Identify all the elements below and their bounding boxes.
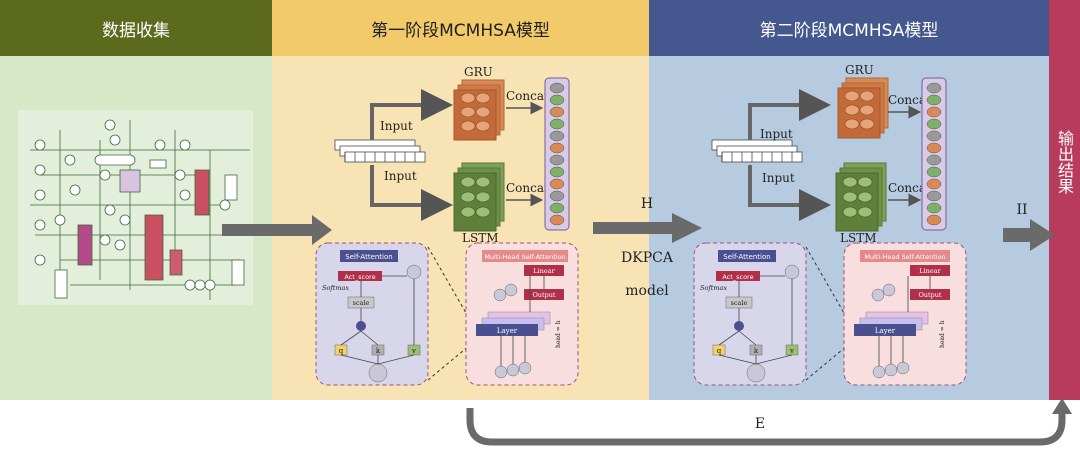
stage1-concat-label-bottom: Concat xyxy=(506,181,549,195)
stage2-model: Input Input GRU LSTM Concat xyxy=(693,63,967,386)
stage2-input-label-bottom: Input xyxy=(762,171,795,185)
stage2-softmax: Softmax xyxy=(700,284,727,292)
stage2-input-matrix xyxy=(711,139,803,163)
bypass-arrow xyxy=(466,408,1066,446)
stage1-k: k xyxy=(376,347,381,355)
stage1-linear: Linear xyxy=(533,267,555,275)
arrow-stage1-to-stage2 xyxy=(593,213,702,243)
stage1-head: head = h xyxy=(555,320,562,348)
stage1-self-attention-title: Self-Attention xyxy=(345,253,392,261)
stage1-lstm-label: LSTM xyxy=(462,231,498,245)
stage2-k: k xyxy=(754,347,759,355)
stage2-concat-label-bottom: Concat xyxy=(888,181,931,195)
stage1-header: 第一阶段MCMHSA模型 xyxy=(272,0,649,56)
stage2-v: v xyxy=(789,347,794,355)
stage1-input-matrix xyxy=(334,139,426,163)
output-bar: 输出结果 xyxy=(1049,0,1080,400)
stage1-q: q xyxy=(339,347,344,355)
arrow-dkpca-label: DKPCA xyxy=(621,250,674,266)
arrow-collect-to-stage1 xyxy=(222,215,332,245)
stage2-layer: Layer xyxy=(875,327,896,335)
stage1-feature-column xyxy=(544,77,570,231)
stage2-self-attention-title: Self-Attention xyxy=(723,253,770,261)
bypass-e-label: E xyxy=(755,416,765,432)
stage2-gru-block xyxy=(837,77,889,139)
stage2-lstm-label: LSTM xyxy=(840,231,876,245)
data-collection-header: 数据收集 xyxy=(0,0,272,56)
stage2-lstm-block xyxy=(835,162,887,232)
stage2-head: head = h xyxy=(939,320,946,348)
process-flow-diagram xyxy=(18,110,253,305)
stage2-concat-label-top: Concat xyxy=(888,93,931,107)
stage1-output: Output xyxy=(532,291,555,299)
stage2-linear: Linear xyxy=(919,267,941,275)
stage1-layer: Layer xyxy=(497,327,518,335)
stage1-v: v xyxy=(411,347,416,355)
stage2-multi-head-title: Multi-Head Self-Attention xyxy=(864,253,945,261)
stage2-input-label-top: Input xyxy=(760,127,793,141)
stage1-softmax: Softmax xyxy=(322,284,349,292)
stage2-scale: scale xyxy=(731,299,748,307)
output-label: 输出结果 xyxy=(1055,130,1074,194)
arrow-ii-label: II xyxy=(1016,202,1027,218)
stage1-lstm-block xyxy=(453,162,505,232)
arrow-stage2-to-output xyxy=(1003,219,1055,251)
arrow-model-label: model xyxy=(625,283,669,299)
stage1-act-score: Act_score xyxy=(344,273,375,281)
stage1-concat-label-top: Concat xyxy=(506,89,549,103)
stage2-q: q xyxy=(717,347,722,355)
stage1-scale: scale xyxy=(353,299,370,307)
bypass-arrowhead xyxy=(1052,398,1072,414)
stage2-output: Output xyxy=(918,291,941,299)
stage1-input-label-bottom: Input xyxy=(384,169,417,183)
stage1-multi-head-title: Multi-Head Self-Attention xyxy=(484,253,565,261)
stage1-multi-head-box: Multi-Head Self-Attention Linear Output … xyxy=(465,242,579,386)
arrow-h-label: H xyxy=(641,196,653,212)
stage2-multi-head-box: Multi-Head Self-Attention Linear Output … xyxy=(843,242,967,386)
stage2-self-attention-box: Self-Attention Act_score Softmax scale q… xyxy=(693,242,807,386)
stage2-act-score: Act_score xyxy=(722,273,753,281)
stage2-gru-label: GRU xyxy=(845,63,874,77)
stage1-input-label-top: Input xyxy=(380,119,413,133)
stage1-gru-label: GRU xyxy=(464,65,493,79)
stage2-header: 第二阶段MCMHSA模型 xyxy=(649,0,1049,56)
stage1-self-attention-box: Self-Attention Act_score Softmax scale q… xyxy=(315,242,429,386)
stage1-gru-block xyxy=(453,79,505,141)
stage2-feature-column xyxy=(921,77,947,231)
stage1-model: Input Input GRU LSTM xyxy=(315,65,579,386)
